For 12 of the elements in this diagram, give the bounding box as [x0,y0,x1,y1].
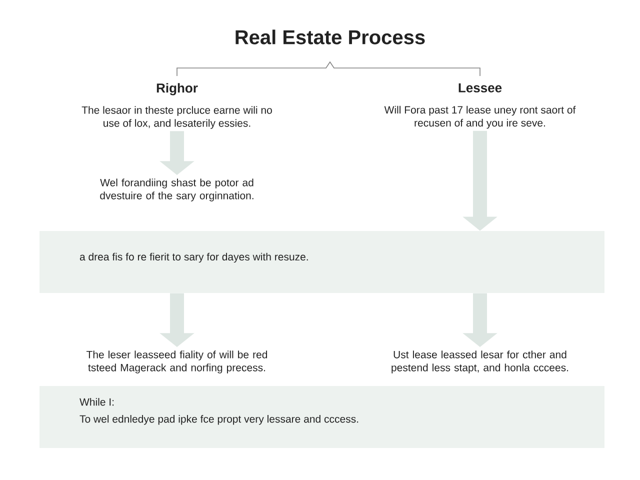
description: Will Fora past 17 lease uney ront saort of recusen of and you ire seve. [384,106,576,129]
step-text: The leser leasseed fiality of will be red tsteed Magerack and norfing precess. [86,350,268,374]
step-text: Wel forandiing shast be potor ad dvestuire of the sary orginnation. [100,178,254,202]
step-text: Ust lease leassed lesar for cther and pestend less stapt, and honla cccees. [392,350,568,374]
heading: Lessee [458,83,502,92]
description: The lesaor in theste prcluce earne wili no use of lox, and lesaterily essies. [82,106,272,129]
band-text: a drea fis fo re fierit to sary for dayes with resuze. [80,252,308,263]
band-heading: While I: [80,398,114,406]
title: Real Estate Process [236,30,425,44]
text-band [40,231,604,293]
band-text: To wel ednledye pad ipke fce propt very lessare and cccess. [80,415,358,425]
heading: Righor [156,83,198,96]
